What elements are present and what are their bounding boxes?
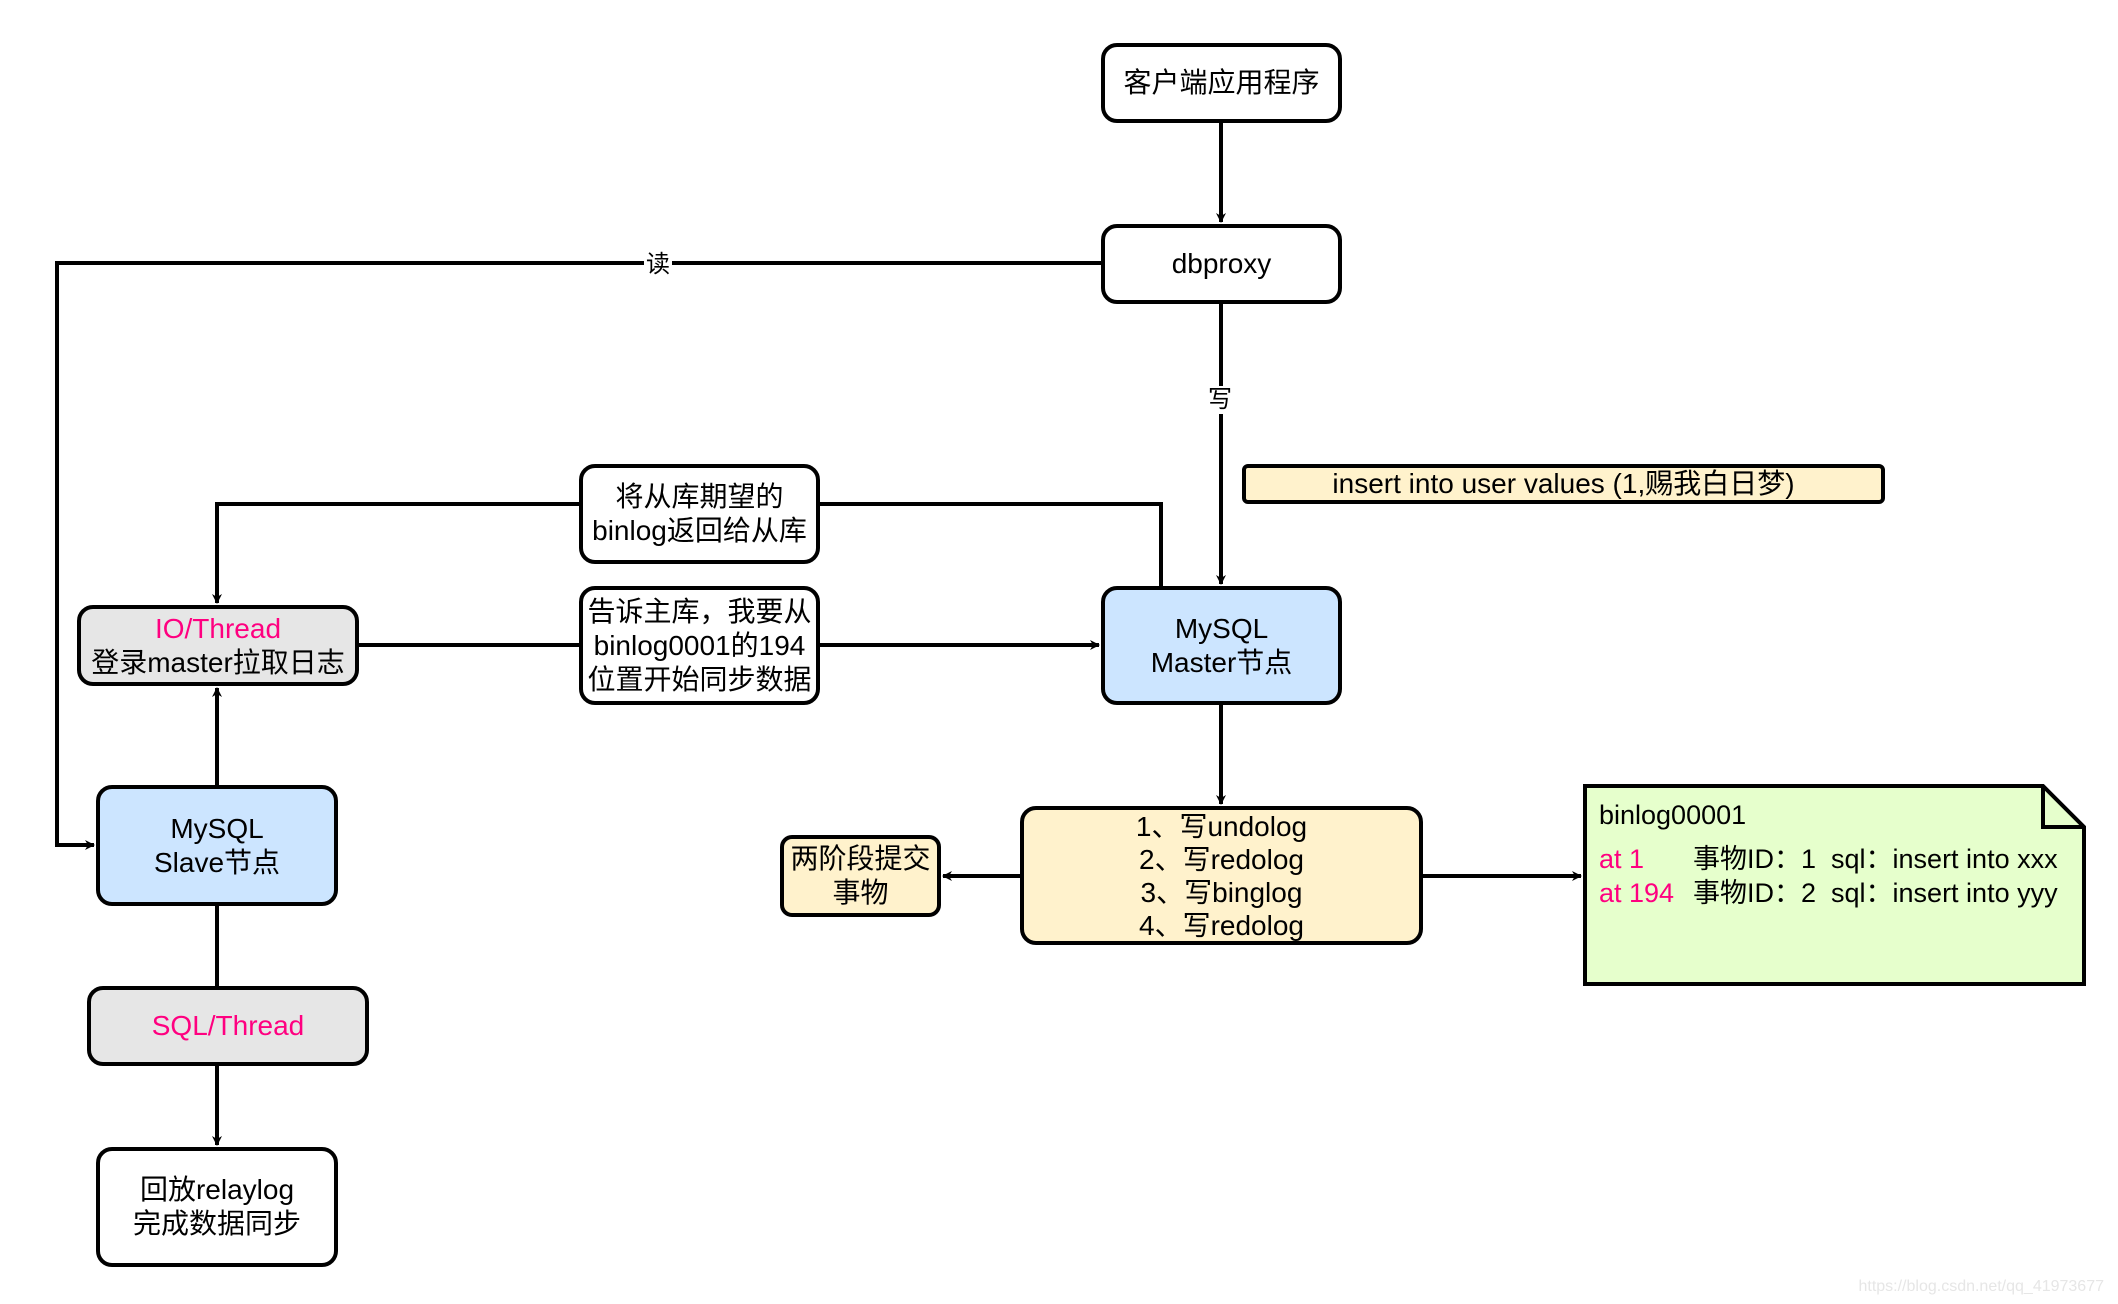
insert-sql-note[interactable]: insert into user values (1,赐我白日梦)	[1242, 464, 1885, 504]
dbproxy-node[interactable]: dbproxy	[1101, 224, 1342, 304]
binlog-entry: at 194 事物ID：2 sql：insert into yyy	[1599, 876, 2058, 910]
slave-line-1: MySQL	[170, 812, 264, 844]
dbproxy-label: dbproxy	[1171, 248, 1272, 279]
write-step: 3、写binglog	[1140, 876, 1303, 908]
two-phase-commit-node[interactable]: 两阶段提交 事物	[780, 835, 941, 917]
mysql-slave-node[interactable]: MySQL Slave节点	[96, 785, 338, 906]
io-thread-title: IO/Thread	[154, 612, 282, 644]
write-step: 2、写redolog	[1139, 843, 1304, 875]
binlog-entry-position: at 194	[1599, 878, 1675, 908]
two-phase-line-2: 事物	[832, 877, 889, 908]
return-binlog-line-2: binlog返回给从库	[592, 515, 807, 546]
client-app-node[interactable]: 客户端应用程序	[1101, 43, 1342, 123]
binlog-file-note[interactable]: binlog00001 at 1 事物ID：1 sql：insert into x…	[1583, 784, 2086, 986]
replay-line-2: 完成数据同步	[132, 1208, 301, 1239]
client-app-label: 客户端应用程序	[1123, 67, 1320, 98]
watermark: https://blog.csdn.net/qq_41973677	[1858, 1278, 2104, 1295]
note-shape	[1583, 784, 2086, 986]
master-line-1: MySQL	[1174, 612, 1269, 644]
return-binlog-line-1: 将从库期望的	[615, 481, 784, 512]
binlog-entry-text: 事物ID：2 sql：insert into yyy	[1693, 878, 2058, 908]
edge-dbproxy-to-slave	[55, 261, 1101, 850]
request-binlog-line-1: 告诉主库，我要从	[587, 595, 812, 627]
request-binlog-line-3: 位置开始同步数据	[587, 663, 812, 695]
replay-line-1: 回放relaylog	[139, 1174, 295, 1205]
return-binlog-node[interactable]: 将从库期望的 binlog返回给从库	[579, 464, 820, 564]
write-steps-node[interactable]: 1、写undolog 2、写redolog 3、写binglog 4、写redo…	[1020, 806, 1423, 945]
sql-thread-label: SQL/Thread	[151, 1010, 305, 1041]
write-step: 4、写redolog	[1139, 909, 1304, 941]
request-binlog-line-2: binlog0001的194	[593, 629, 806, 661]
binlog-entry: at 1 事物ID：1 sql：insert into xxx	[1599, 842, 2058, 876]
edge-label-read: 读	[644, 251, 672, 279]
io-thread-node[interactable]: IO/Thread 登录master拉取日志	[77, 605, 359, 686]
mysql-master-node[interactable]: MySQL Master节点	[1101, 586, 1342, 705]
binlog-entry-position: at 1	[1599, 844, 1645, 874]
sql-thread-node[interactable]: SQL/Thread	[87, 986, 369, 1066]
binlog-entry-text: 事物ID：1 sql：insert into xxx	[1693, 844, 2058, 874]
binlog-file-title: binlog00001	[1599, 800, 1747, 830]
replay-relaylog-node[interactable]: 回放relaylog 完成数据同步	[96, 1147, 338, 1267]
write-step: 1、写undolog	[1135, 810, 1308, 842]
edge-label-write: 写	[1206, 386, 1234, 414]
two-phase-line-1: 两阶段提交	[790, 843, 931, 874]
master-line-2: Master节点	[1150, 646, 1293, 678]
io-thread-desc: 登录master拉取日志	[91, 646, 345, 678]
slave-line-2: Slave节点	[153, 846, 281, 878]
insert-sql-label: insert into user values (1,赐我白日梦)	[1332, 468, 1795, 499]
request-binlog-node[interactable]: 告诉主库，我要从 binlog0001的194 位置开始同步数据	[579, 586, 820, 705]
